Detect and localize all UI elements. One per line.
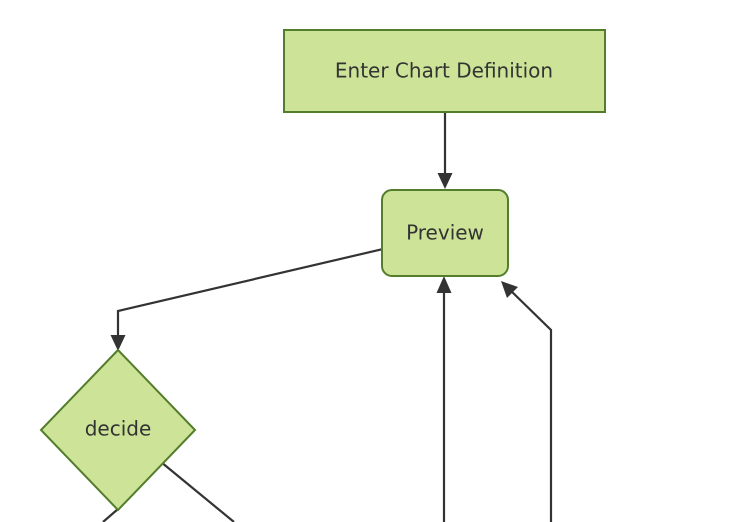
arrow-head-icon (437, 173, 453, 189)
node-preview[interactable]: Preview (381, 189, 509, 277)
edge-decide-bottom-left[interactable] (102, 508, 119, 522)
node-shape-diamond (39, 348, 197, 512)
node-label-decide: decide (85, 417, 152, 441)
edge-preview-to-decide[interactable] (110, 247, 384, 351)
edge-line (160, 461, 235, 522)
edge-bottom-right-to-preview[interactable] (501, 281, 553, 522)
node-decide[interactable]: decide (39, 348, 197, 512)
edge-bottom-center-to-preview[interactable] (436, 276, 452, 522)
edge-enter-to-preview[interactable] (437, 112, 453, 189)
node-shape-rounded-rectangle (381, 189, 509, 277)
arrow-head-icon (501, 281, 518, 298)
node-label-enter-chart-definition: Enter Chart Definition (335, 59, 553, 83)
edge-line (507, 287, 553, 522)
node-layer: Enter Chart Definition Preview decide (39, 29, 606, 512)
edge-layer (102, 112, 553, 522)
edge-decide-bottom-right[interactable] (160, 461, 235, 522)
arrow-head-icon (110, 335, 126, 351)
edge-line (102, 508, 119, 522)
edge-line (116, 247, 384, 342)
node-shape-rectangle (283, 29, 606, 113)
node-label-preview: Preview (406, 221, 484, 245)
node-enter-chart-definition[interactable]: Enter Chart Definition (283, 29, 606, 113)
arrow-head-icon (436, 276, 452, 293)
